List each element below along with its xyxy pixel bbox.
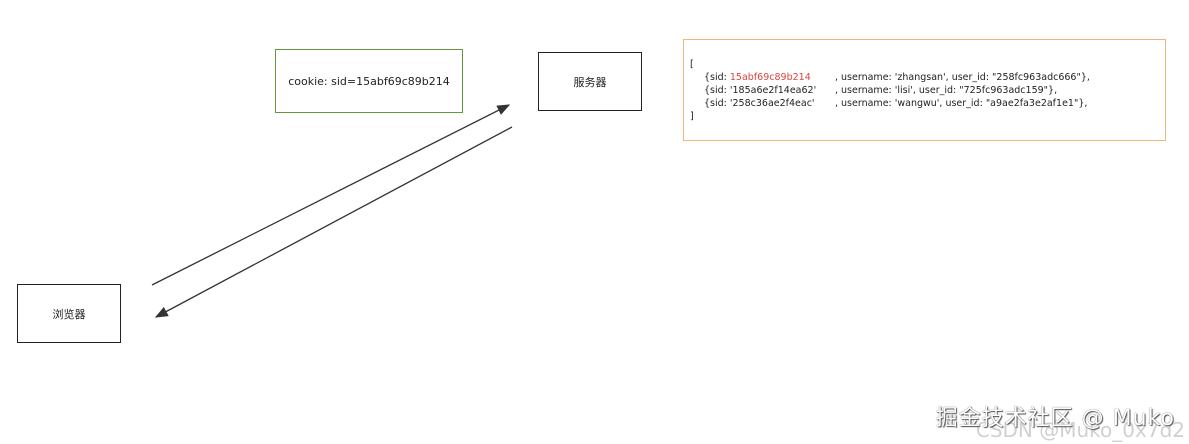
watermark-primary: 掘金技术社区 @ Muko <box>935 406 1175 431</box>
cookie-box: cookie: sid=15abf69c89b214 <box>275 49 463 113</box>
sid-value: '258c36ae2f4eac' <box>729 98 815 109</box>
cookie-label: cookie: sid=15abf69c89b214 <box>288 74 450 88</box>
sid-prefix: {sid: <box>704 72 730 83</box>
server-label: 服务器 <box>573 75 607 89</box>
watermark-secondary: CSDN @Muko_0x7d2 <box>975 418 1185 442</box>
server-box: 服务器 <box>538 52 642 111</box>
session-row: {sid: '185a6e2f14ea62' , username: 'lisi… <box>690 84 1165 97</box>
open-bracket: [ <box>690 59 694 70</box>
row-rest: , username: 'wangwu', user_id: "a9ae2fa3… <box>835 98 1088 109</box>
sid-value: 15abf69c89b214 <box>729 72 811 83</box>
row-rest: , username: 'lisi', user_id: "725fc963ad… <box>835 85 1058 96</box>
session-store-box: [ {sid: 15abf69c89b214 , username: 'zhan… <box>683 39 1166 141</box>
close-bracket: ] <box>690 111 694 122</box>
browser-box: 浏览器 <box>17 284 121 343</box>
session-row: {sid: '258c36ae2f4eac' , username: 'wang… <box>690 97 1165 110</box>
sid-prefix: {sid: <box>704 98 730 109</box>
arrow-server-to-browser <box>154 126 513 318</box>
sid-prefix: {sid: <box>704 85 730 96</box>
sid-value: '185a6e2f14ea62' <box>729 85 817 96</box>
session-row: {sid: 15abf69c89b214 , username: 'zhangs… <box>690 71 1165 84</box>
browser-label: 浏览器 <box>52 307 86 321</box>
row-rest: , username: 'zhangsan', user_id: "258fc9… <box>835 72 1090 83</box>
arrow-browser-to-server <box>151 104 511 286</box>
